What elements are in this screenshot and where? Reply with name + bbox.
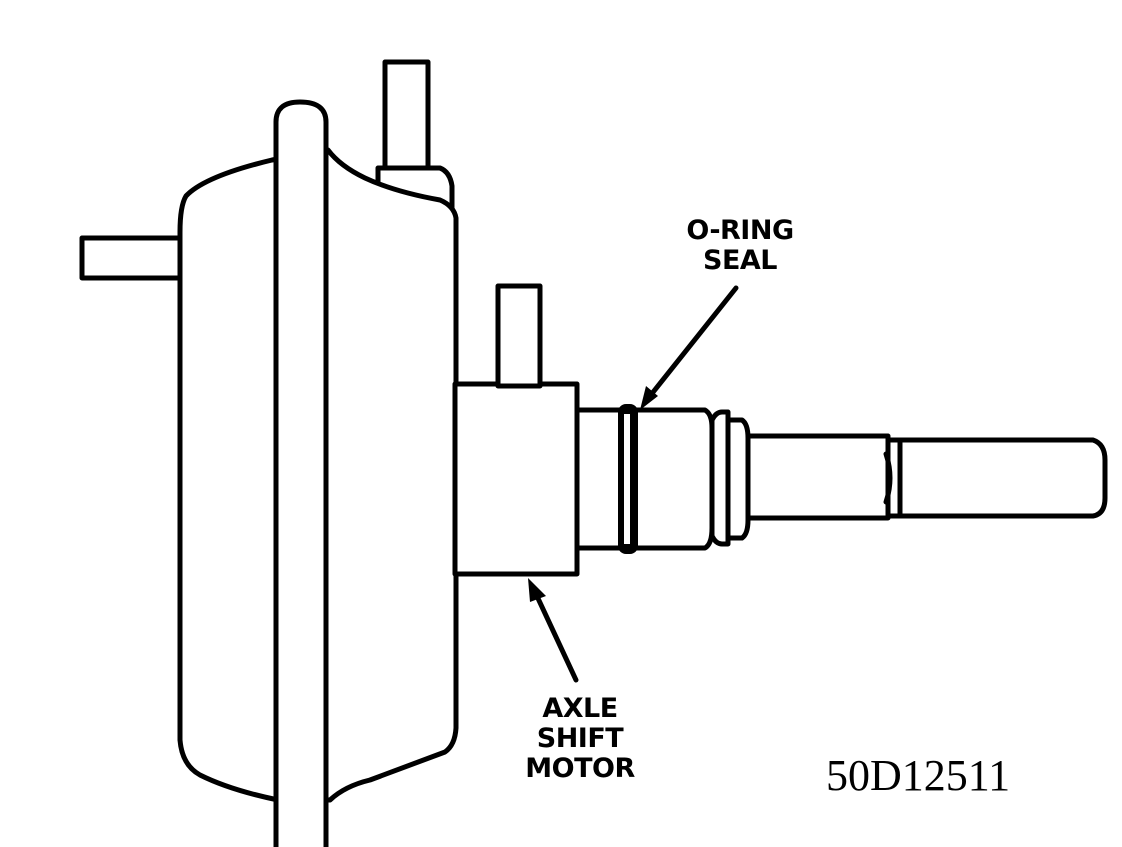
motor-label-line2: SHIFT: [536, 723, 624, 754]
output-shaft: [745, 433, 1108, 521]
o-ring-seal-label: O-RING SEAL: [660, 216, 820, 276]
o-ring-label-line2: SEAL: [703, 245, 778, 276]
left-vacuum-nipple: [79, 235, 185, 281]
motor-leader-arrow: [528, 578, 579, 683]
shaft-groove-rings: [709, 409, 751, 547]
axle-shift-motor-label: AXLE SHIFT MOTOR: [500, 694, 660, 784]
top-vacuum-nipple: [375, 59, 455, 217]
figure-number: 50D12511: [826, 751, 1011, 800]
o-ring-seal: [618, 404, 638, 554]
motor-label-line3: MOTOR: [525, 753, 635, 784]
o-ring-leader-arrow: [640, 285, 739, 410]
motor-body: [452, 381, 580, 577]
motor-label-line1: AXLE: [542, 693, 618, 724]
o-ring-label-line1: O-RING: [686, 215, 794, 246]
housing-flange: [273, 99, 329, 847]
motor-vacuum-port: [495, 283, 543, 389]
motor-collar: [629, 407, 715, 551]
